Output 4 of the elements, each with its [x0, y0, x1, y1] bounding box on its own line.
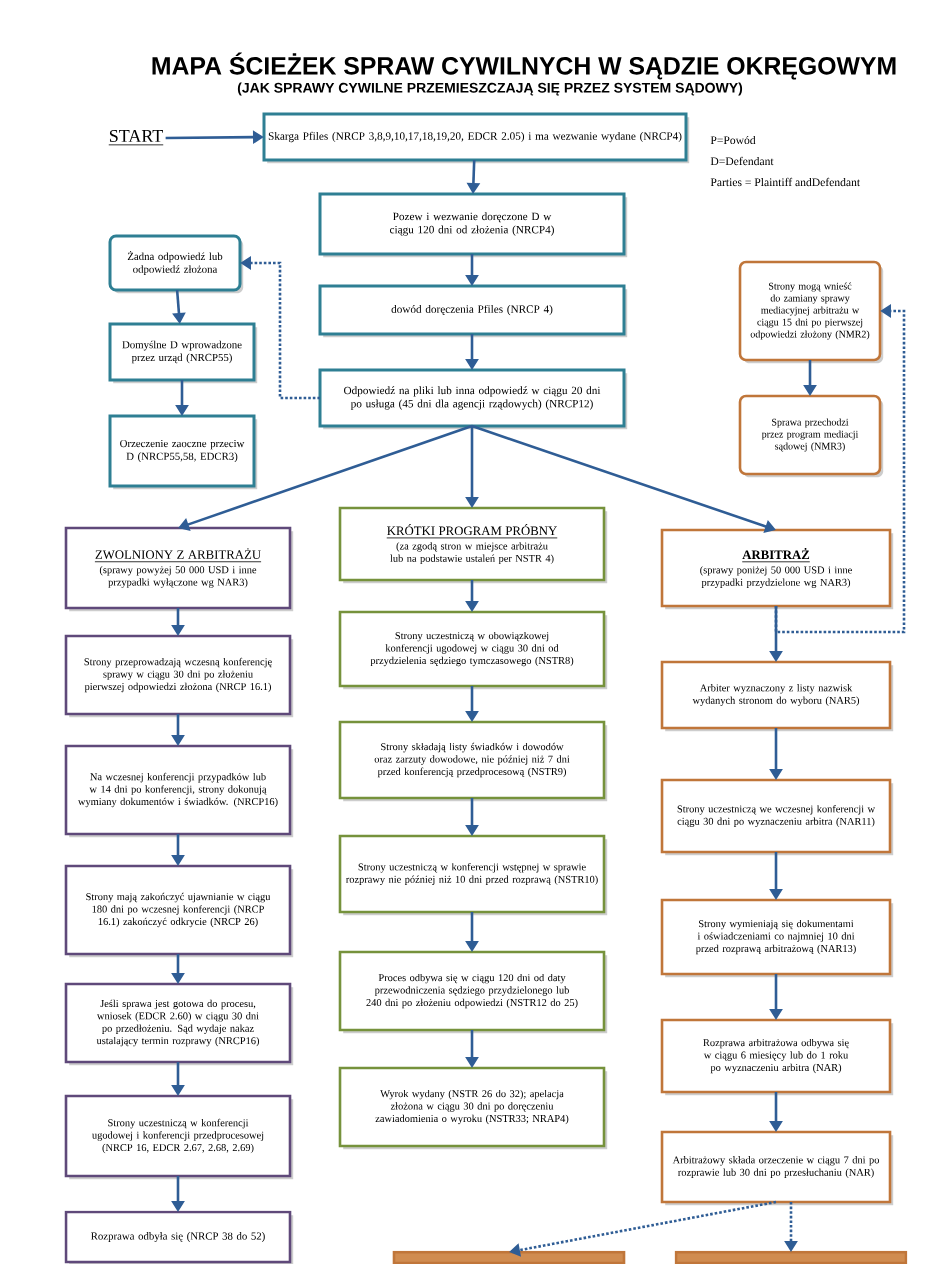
title: MAPA ŚCIEŻEK SPRAW CYWILNYCH W SĄDZIE OKRĘGOWYM: [152, 52, 896, 80]
process-box: [392, 1250, 626, 1264]
start-label: START: [108, 129, 164, 146]
process-box: [674, 1250, 908, 1264]
